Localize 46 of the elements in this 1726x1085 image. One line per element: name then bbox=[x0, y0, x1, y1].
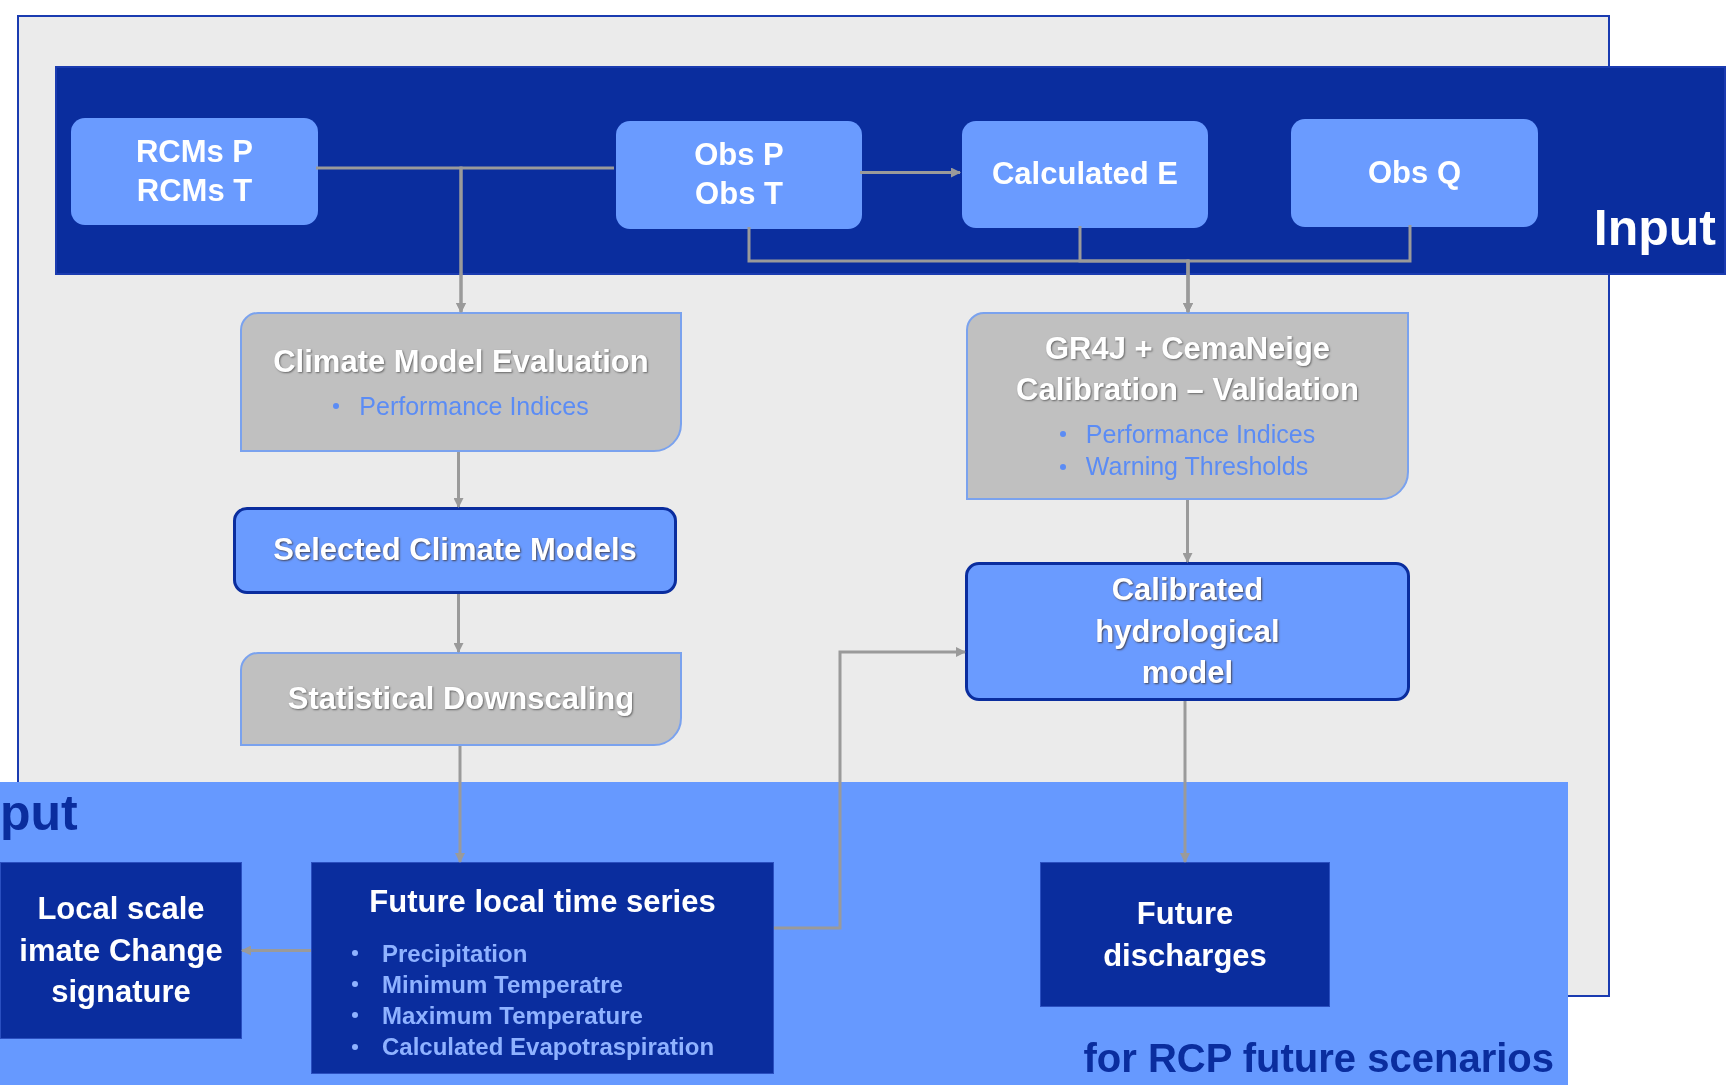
input-box bbox=[71, 118, 318, 225]
band-title: put bbox=[0, 788, 78, 838]
arrow bbox=[1183, 225, 1412, 313]
band-caption: for RCP future scenarios bbox=[1083, 1035, 1554, 1082]
process-box bbox=[240, 312, 682, 452]
arrow bbox=[456, 166, 614, 313]
box-label: Obs Q bbox=[1367, 153, 1462, 192]
arrow bbox=[860, 167, 961, 178]
arrow bbox=[1182, 500, 1193, 563]
box-label: Future discharges bbox=[1102, 894, 1268, 975]
box-title: GR4J + CemaNeige Calibration – Validation bbox=[1015, 330, 1360, 409]
box-label: RCMs P RCMs T bbox=[134, 132, 255, 210]
box-label: Calibrated hydrological model bbox=[1094, 570, 1281, 693]
box-label: Local scale imate Change signature bbox=[18, 889, 224, 1012]
output-box bbox=[311, 862, 774, 1074]
box-label: Calculated E bbox=[991, 155, 1179, 194]
bullet-item: Performance Indices bbox=[359, 390, 589, 422]
arrow bbox=[1180, 701, 1190, 863]
box-label: Obs P Obs T bbox=[693, 136, 785, 213]
input-box bbox=[1291, 119, 1538, 227]
result-box bbox=[233, 507, 677, 594]
process-box bbox=[240, 652, 682, 746]
bullet-item: Performance Indices bbox=[1085, 418, 1316, 450]
input-band bbox=[55, 66, 1726, 275]
bullet-item: Maximum Temperature bbox=[382, 1000, 643, 1031]
bullet-item: Calculated Evapotraspiration bbox=[382, 1032, 715, 1063]
arrow bbox=[453, 594, 464, 653]
arrow bbox=[241, 945, 311, 956]
output-band bbox=[0, 782, 1568, 1085]
bullet-item: Warning Thresholds bbox=[1085, 451, 1309, 483]
output-box bbox=[1040, 862, 1330, 1007]
result-box bbox=[965, 562, 1410, 701]
bullet-item: Precipitation bbox=[382, 938, 528, 969]
arrow bbox=[774, 647, 966, 930]
box-title: Statistical Downscaling bbox=[287, 679, 635, 718]
input-box bbox=[616, 121, 862, 229]
output-box bbox=[0, 862, 242, 1039]
bullet-item: Minimum Temperatre bbox=[382, 969, 623, 1000]
input-box bbox=[962, 121, 1208, 228]
arrow bbox=[453, 452, 464, 508]
process-box bbox=[966, 312, 1409, 500]
box-title: Climate Model Evaluation bbox=[273, 342, 649, 381]
arrow bbox=[455, 746, 465, 863]
box-title: Future local time series bbox=[368, 883, 717, 921]
box-label: Selected Climate Models bbox=[273, 531, 637, 570]
band-title: Input bbox=[1593, 203, 1716, 253]
